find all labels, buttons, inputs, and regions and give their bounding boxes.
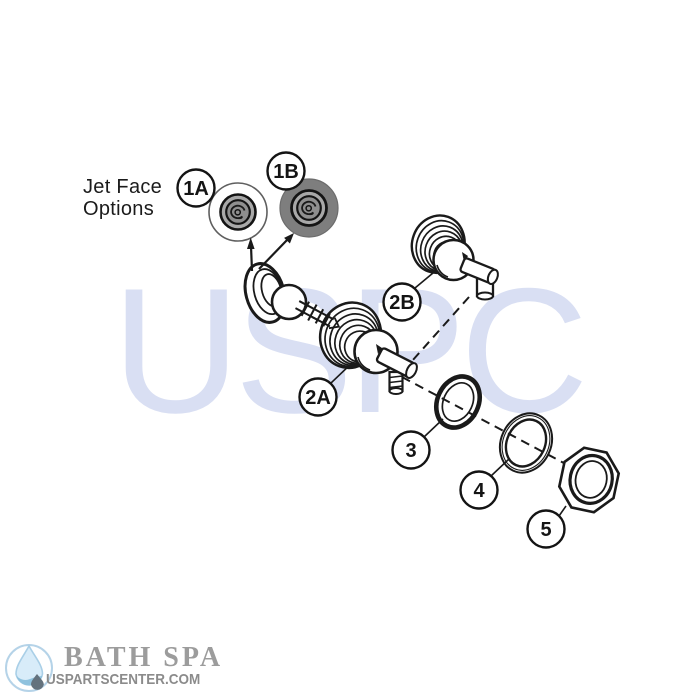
jet-2b-joint-wedge [462,252,468,262]
main-jet-assembly [243,262,341,330]
jet-face-options-note: Jet Face Options [83,176,162,220]
arrow-to-1a-head [247,237,255,249]
jet-2b-face-lip [436,264,449,278]
jet-face-option-1a [208,182,268,242]
callout-5: 5 [526,509,566,549]
part-o-ring [434,374,482,430]
small-drop-icon [31,674,44,690]
callout-3-label: 3 [405,440,416,462]
dashed-line-2b-to-2a [403,296,470,371]
face-1a-center [225,199,251,225]
arrow-to-1b-head [284,233,294,244]
callout-3: 3 [391,430,431,470]
callout-4: 4 [459,470,499,510]
brand-name: BATH SPA [64,642,224,673]
gasket-outer-edge [498,412,554,474]
callout-1a: 1A [176,168,216,208]
stem-tip [328,317,341,330]
callout-2b: 2B [382,282,422,322]
part-jet-body-2b [410,214,499,301]
arrow-to-1b-shaft [258,238,289,270]
callout-1b: 1B [266,151,306,191]
face-option-arrows [247,233,294,272]
callout-2b-label: 2B [389,292,415,314]
gasket-mid-edge [501,415,551,471]
part-lock-nut [557,446,621,514]
leader-3 [423,418,444,438]
jet-internal-stem [295,300,341,330]
jet-2a-joint-wedge [376,344,382,354]
callout-balloons: 1A 1B 2B 2A 3 4 [176,151,566,549]
jet-face-option-1b [279,178,339,238]
gasket-inner-edge [504,418,548,468]
callout-1b-label: 1B [273,161,299,183]
leader-2a [330,361,354,384]
footer-logo [5,644,53,692]
callout-leader-lines [330,272,567,517]
arrow-to-1a-shaft [249,245,254,272]
callout-2a-label: 2A [305,387,331,409]
face-1a-swirl-icon [230,204,246,220]
o-ring-body [434,374,482,430]
part-gasket [498,412,554,474]
face-1b-swirl-icon [301,200,317,216]
part-jet-body-2a [318,301,418,395]
callout-1a-label: 1A [183,178,209,200]
jet-nozzle-ball [270,283,308,321]
note-line-2: Options [83,198,155,220]
jet-2a-elbow [375,347,418,379]
jet-2a-nipple [388,370,404,395]
o-ring-inner-edge [441,382,475,422]
note-line-1: Jet Face [83,176,163,198]
nut-thread-ring [568,453,614,505]
leader-2b [414,272,434,289]
leader-5 [558,505,567,517]
nut-bore [574,460,608,499]
leader-4 [490,458,510,477]
callout-4-label: 4 [473,480,485,502]
callout-5-label: 5 [540,519,551,541]
jet-2a-face-lip [357,356,371,371]
face-1b-center [296,195,322,221]
site-name: USPARTSCENTER.COM [46,671,201,688]
jet-2b-elbow [459,257,499,286]
callout-2a: 2A [298,377,338,417]
